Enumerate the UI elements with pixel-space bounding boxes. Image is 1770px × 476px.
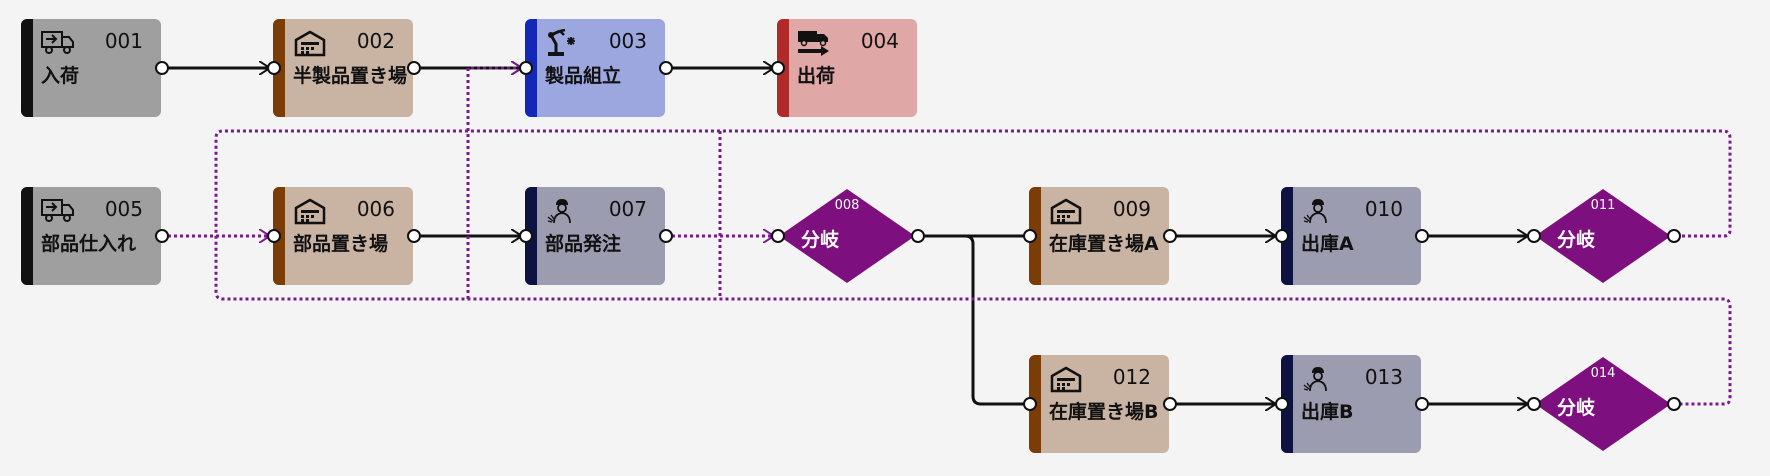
node-003[interactable]: 003 製品組立 [525,19,665,117]
node-id: 011 [1590,198,1616,213]
worker-icon [1303,199,1327,224]
node-id: 003 [608,29,647,53]
input-port-008[interactable] [771,229,785,243]
input-port-004[interactable] [771,61,785,75]
input-port-007[interactable] [519,229,533,243]
node-id: 010 [1364,197,1403,221]
node-006[interactable]: 006 部品置き場 [273,187,413,285]
node-id: 008 [834,198,860,213]
node-009[interactable]: 009 在庫置き場A [1029,187,1169,285]
truck-icon [41,31,74,54]
output-port-001[interactable] [155,61,169,75]
input-port-003[interactable] [519,61,533,75]
input-port-011[interactable] [1527,229,1541,243]
input-port-012[interactable] [1023,397,1037,411]
input-port-010[interactable] [1275,229,1289,243]
warehouse-icon [294,30,326,57]
output-port-007[interactable] [659,229,673,243]
node-id: 014 [1590,366,1616,381]
node-010[interactable]: 010 出庫A [1281,187,1421,285]
shipping-truck-icon [798,31,829,56]
node-type-bar [21,19,33,117]
diamond-shape [1535,189,1671,283]
node-type-bar [21,187,33,285]
warehouse-icon [1050,198,1082,225]
node-label: 在庫置き場B [1049,401,1159,423]
node-id: 006 [356,197,395,221]
edge-008-012[interactable] [918,234,1024,406]
node-label: 出荷 [797,65,836,87]
node-007[interactable]: 007 部品発注 [525,187,665,285]
node-label: 部品発注 [545,233,622,255]
input-port-014[interactable] [1527,397,1541,411]
branch-node-011[interactable]: 011 分岐 [1533,187,1673,285]
diamond-shape [779,189,915,283]
output-port-011[interactable] [1667,229,1681,243]
worker-icon [547,199,571,224]
node-002[interactable]: 002 半製品置き場 [273,19,413,117]
worker-icon [1303,367,1327,392]
node-005[interactable]: 005 部品仕入れ [21,187,161,285]
node-label: 製品組立 [545,65,622,87]
node-id: 004 [860,29,899,53]
output-port-010[interactable] [1415,229,1429,243]
node-label: 入荷 [41,65,80,87]
node-004[interactable]: 004 出荷 [777,19,917,117]
node-label: 部品置き場 [293,233,389,255]
node-012[interactable]: 012 在庫置き場B [1029,355,1169,453]
input-port-002[interactable] [267,61,281,75]
node-id: 007 [608,197,647,221]
warehouse-icon [294,198,326,225]
output-port-014[interactable] [1667,397,1681,411]
branch-node-008[interactable]: 008 分岐 [777,187,917,285]
edge-014-003[interactable] [466,68,522,299]
node-label: 分岐 [1557,229,1596,251]
output-port-013[interactable] [1415,397,1429,411]
output-port-002[interactable] [407,61,421,75]
node-label: 在庫置き場A [1049,233,1159,255]
node-label: 部品仕入れ [41,233,137,255]
robot-arm-icon [548,29,575,56]
output-port-012[interactable] [1163,397,1177,411]
output-port-008[interactable] [911,229,925,243]
input-port-006[interactable] [267,229,281,243]
branch-node-014[interactable]: 014 分岐 [1533,355,1673,453]
node-id: 012 [1112,365,1151,389]
node-001[interactable]: 001 入荷 [21,19,161,117]
node-id: 013 [1364,365,1403,389]
node-013[interactable]: 013 出庫B [1281,355,1421,453]
output-port-006[interactable] [407,229,421,243]
node-label: 出庫A [1301,233,1354,255]
node-id: 002 [356,29,395,53]
node-label: 出庫B [1301,401,1354,423]
output-port-003[interactable] [659,61,673,75]
node-id: 009 [1112,197,1151,221]
edge-011-006[interactable] [214,129,1732,406]
node-label: 分岐 [1557,397,1596,419]
input-port-009[interactable] [1023,229,1037,243]
node-label: 分岐 [801,229,840,251]
node-id: 001 [104,29,143,53]
output-port-005[interactable] [155,229,169,243]
node-id: 005 [104,197,143,221]
input-port-013[interactable] [1275,397,1289,411]
warehouse-icon [1050,366,1082,393]
node-label: 半製品置き場 [293,65,408,87]
truck-icon [41,199,74,222]
diamond-shape [1535,357,1671,451]
output-port-009[interactable] [1163,229,1177,243]
